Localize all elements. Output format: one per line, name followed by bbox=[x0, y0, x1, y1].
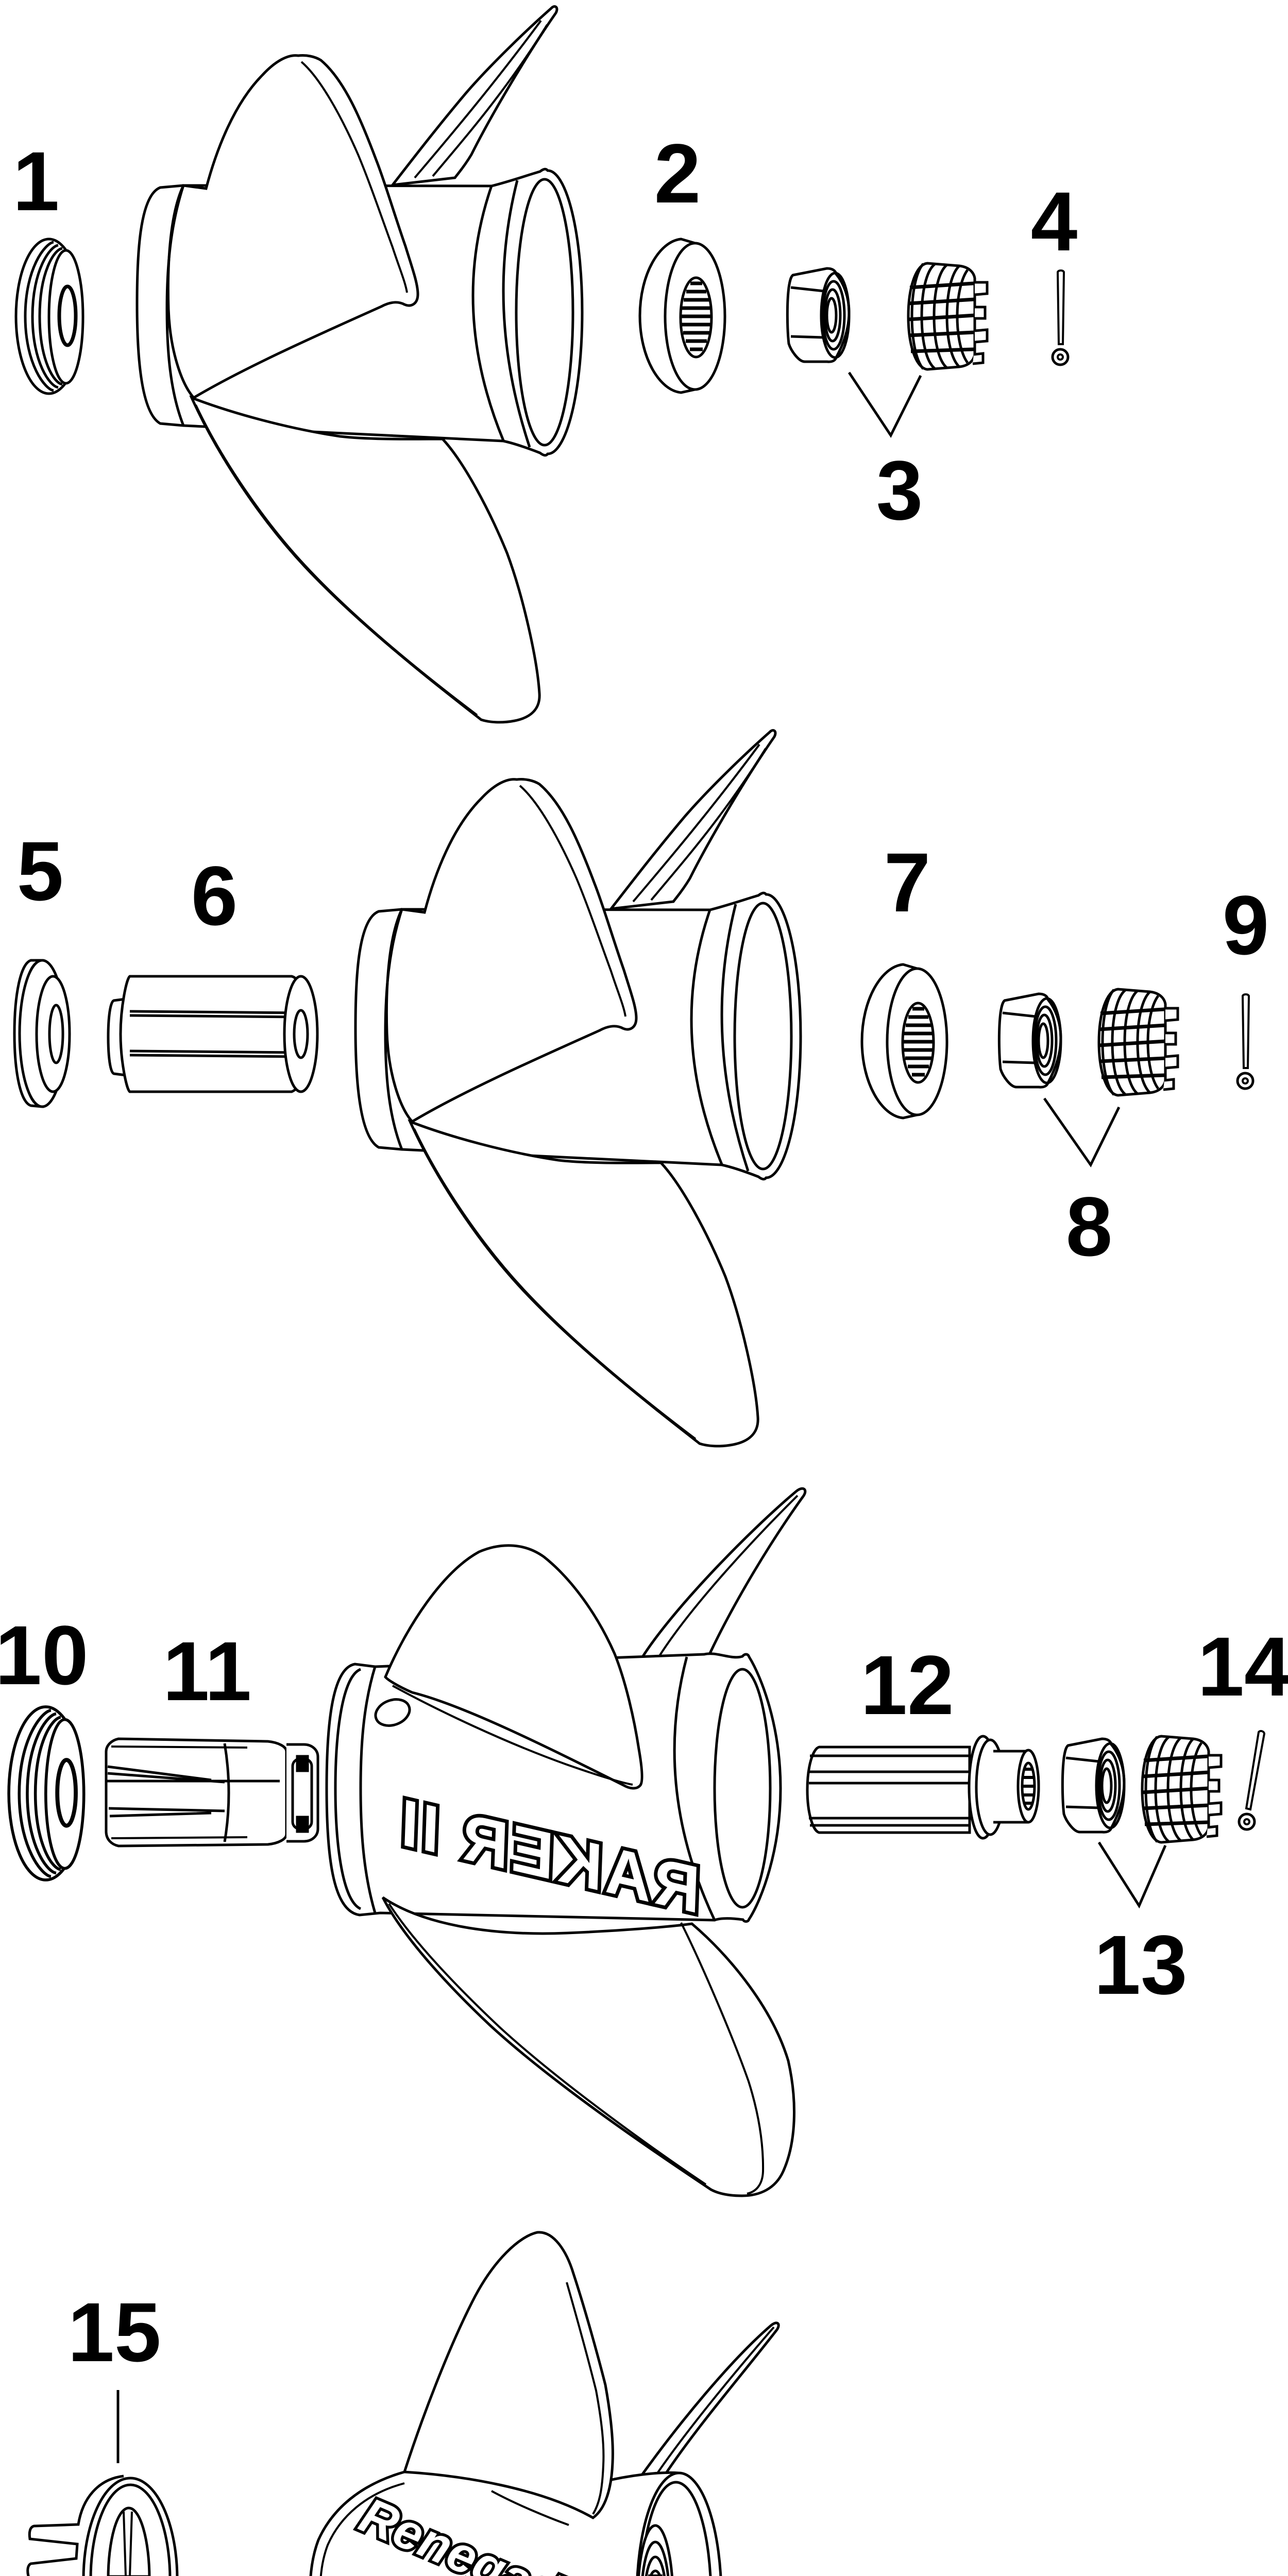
svg-text:11: 11 bbox=[163, 1624, 251, 1718]
svg-text:12: 12 bbox=[860, 1638, 954, 1732]
svg-text:3: 3 bbox=[876, 443, 923, 537]
svg-text:6: 6 bbox=[191, 849, 238, 943]
svg-text:9: 9 bbox=[1223, 878, 1269, 972]
svg-text:10: 10 bbox=[0, 1608, 89, 1702]
svg-text:13: 13 bbox=[1094, 1918, 1187, 2012]
svg-text:2: 2 bbox=[654, 126, 701, 221]
svg-text:14: 14 bbox=[1197, 1619, 1288, 1714]
svg-text:8: 8 bbox=[1066, 1179, 1113, 1274]
svg-text:7: 7 bbox=[884, 835, 931, 929]
svg-text:15: 15 bbox=[67, 2285, 161, 2379]
svg-text:5: 5 bbox=[17, 824, 64, 918]
svg-text:4: 4 bbox=[1031, 174, 1078, 268]
svg-text:1: 1 bbox=[13, 134, 60, 228]
